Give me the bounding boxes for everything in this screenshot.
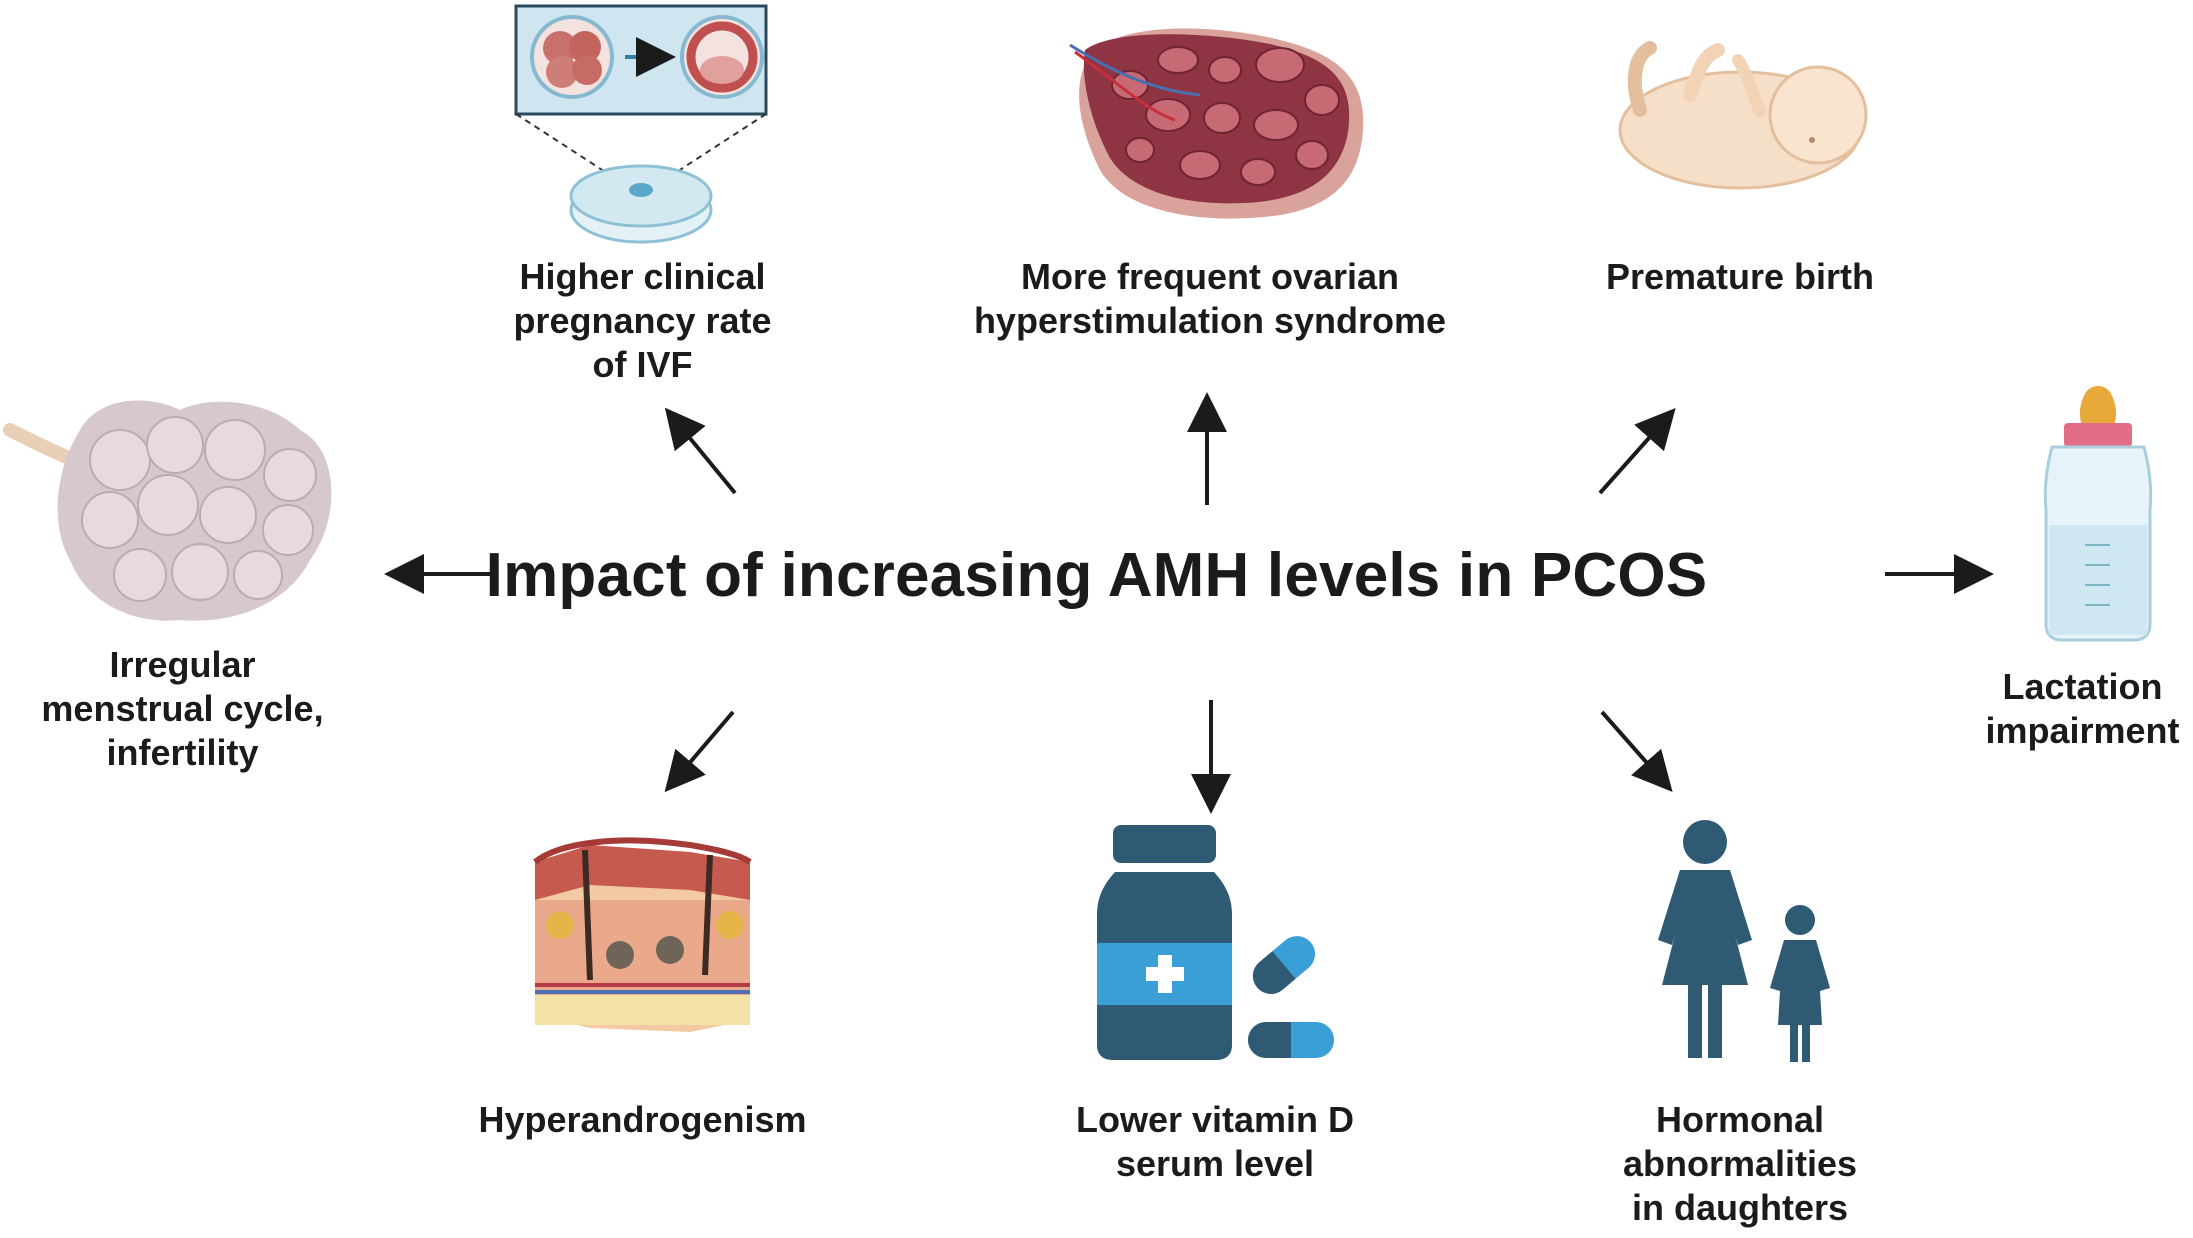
skin-cross-section-icon (533, 837, 752, 1032)
diagram-title: Impact of increasing AMH levels in PCOS (485, 541, 1708, 610)
baby-bottle-icon (2043, 386, 2153, 642)
pill-bottle-icon (1097, 825, 1334, 1060)
ovary-icon (1069, 28, 1364, 219)
arrow-to-premature (1598, 408, 1676, 495)
arrow-to-hyperandrogenism (664, 710, 735, 793)
polycystic-ovary-icon (3, 400, 332, 621)
label-premature-birth: Premature birth (1605, 256, 1875, 297)
label-hyperandrogenism: Hyperandrogenism (478, 1099, 807, 1140)
arrow-to-daughters (1600, 710, 1673, 792)
mother-daughter-icon (1658, 820, 1830, 1062)
arrow-to-ivf (664, 407, 737, 495)
infant-icon (1618, 41, 1868, 190)
ivf-embryo-dish-icon (514, 4, 768, 244)
